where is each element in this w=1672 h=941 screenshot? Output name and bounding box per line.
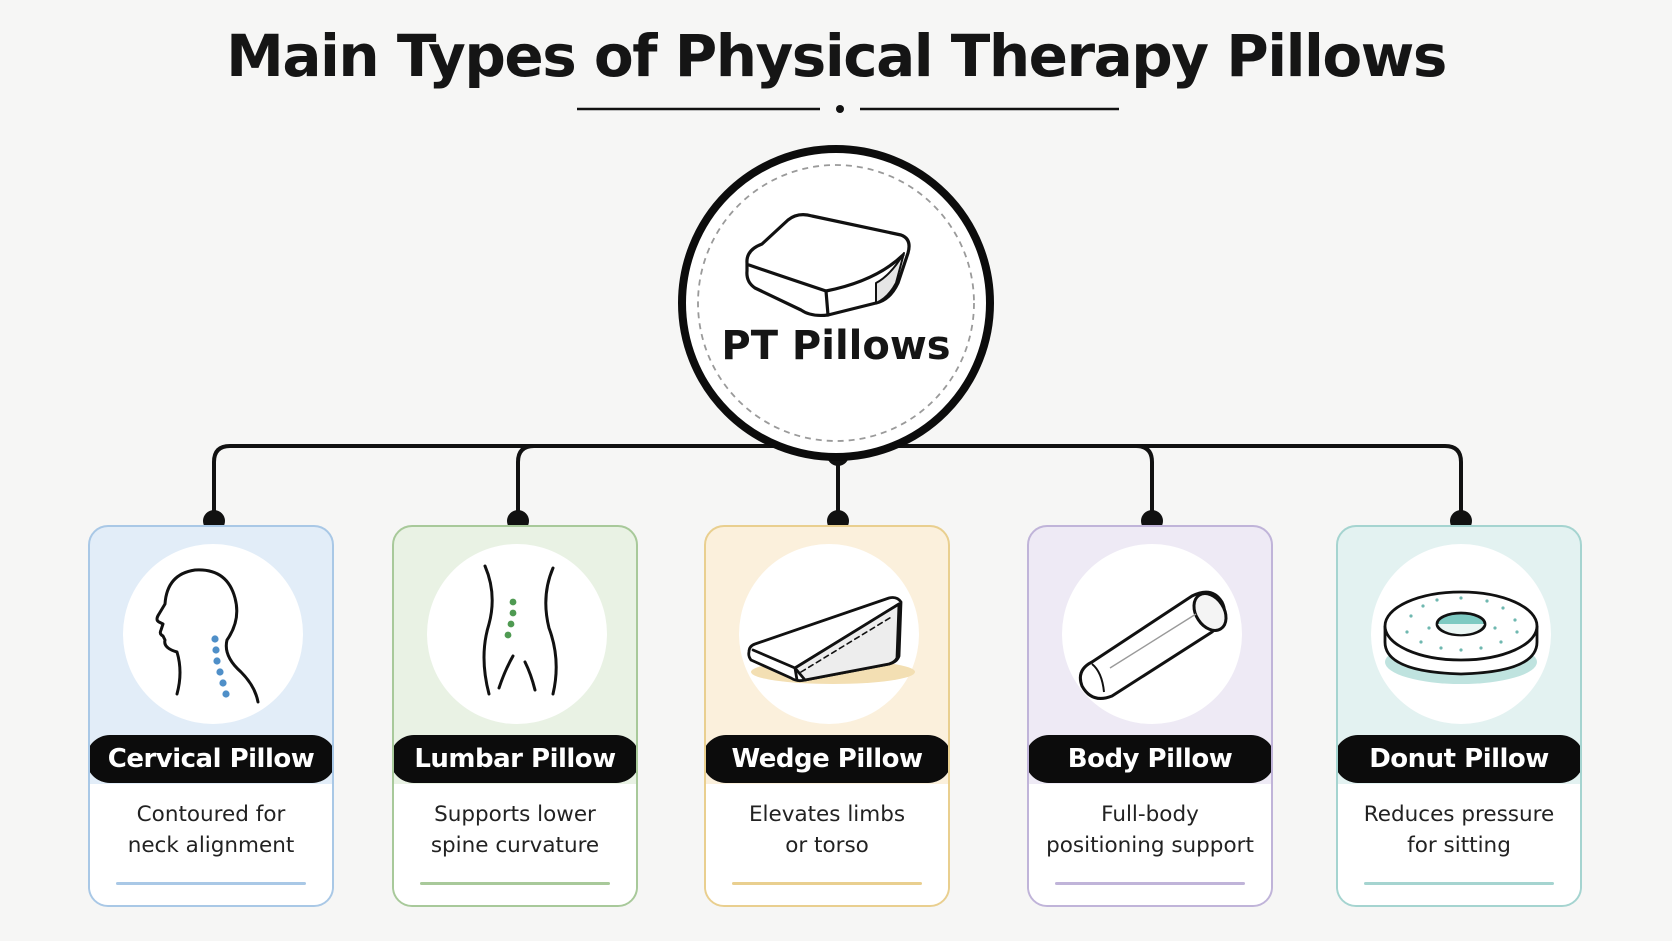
card-description-line: spine curvature bbox=[430, 833, 600, 858]
card-description-line: neck alignment bbox=[127, 833, 295, 858]
card-description-line: Reduces pressure bbox=[1363, 802, 1555, 827]
donut-pillow-icon bbox=[1383, 590, 1539, 684]
card-description-line: Elevates limbs bbox=[748, 802, 906, 827]
card-icon-circle bbox=[739, 544, 919, 724]
card-icon-circle bbox=[123, 544, 303, 724]
card-description: Contoured for neck alignment bbox=[90, 799, 332, 861]
card-title: Wedge Pillow bbox=[706, 735, 948, 783]
card-accent-bar bbox=[732, 882, 922, 885]
card-description: Elevates limbs or torso bbox=[706, 799, 948, 861]
card-title: Cervical Pillow bbox=[90, 735, 332, 783]
body-pillow-icon bbox=[1078, 590, 1228, 700]
card-title: Lumbar Pillow bbox=[394, 735, 636, 783]
card-accent-bar bbox=[420, 882, 610, 885]
central-node-label: PT Pillows bbox=[721, 323, 951, 369]
card-donut-pillow: Donut Pillow Reduces pressure for sittin… bbox=[1336, 525, 1582, 907]
central-node: PT Pillows bbox=[676, 143, 996, 463]
card-cervical-pillow: Cervical Pillow Contoured for neck align… bbox=[88, 525, 334, 907]
card-body-pillow: Body Pillow Full-body positioning suppor… bbox=[1027, 525, 1273, 907]
card-accent-bar bbox=[116, 882, 306, 885]
card-description-line: Full-body bbox=[1101, 802, 1199, 827]
card-description-line: positioning support bbox=[1046, 833, 1254, 858]
card-icon-circle bbox=[1062, 544, 1242, 724]
card-lumbar-pillow: Lumbar Pillow Supports lower spine curva… bbox=[392, 525, 638, 907]
card-title: Body Pillow bbox=[1029, 735, 1271, 783]
diagram-title: Main Types of Physical Therapy Pillows bbox=[226, 22, 1447, 90]
card-description: Reduces pressure for sitting bbox=[1338, 799, 1580, 861]
card-description-line: for sitting bbox=[1407, 833, 1511, 858]
card-accent-bar bbox=[1364, 882, 1554, 885]
card-description: Supports lower spine curvature bbox=[394, 799, 636, 861]
card-description-line: or torso bbox=[785, 833, 869, 858]
central-node-circle bbox=[678, 145, 994, 461]
wedge-pillow-icon bbox=[745, 213, 911, 318]
wedge-pillow-icon bbox=[747, 596, 915, 684]
lower-back-icon bbox=[482, 564, 558, 696]
title-divider bbox=[577, 105, 1119, 113]
card-description: Full-body positioning support bbox=[1029, 799, 1271, 861]
card-icon-circle bbox=[1371, 544, 1551, 724]
head-neck-spine-icon bbox=[155, 568, 260, 704]
card-title: Donut Pillow bbox=[1338, 735, 1580, 783]
card-accent-bar bbox=[1055, 882, 1245, 885]
card-icon-circle bbox=[427, 544, 607, 724]
card-description-line: Contoured for bbox=[136, 802, 286, 827]
card-description-line: Supports lower bbox=[434, 802, 596, 827]
card-wedge-pillow: Wedge Pillow Elevates limbs or torso bbox=[704, 525, 950, 907]
